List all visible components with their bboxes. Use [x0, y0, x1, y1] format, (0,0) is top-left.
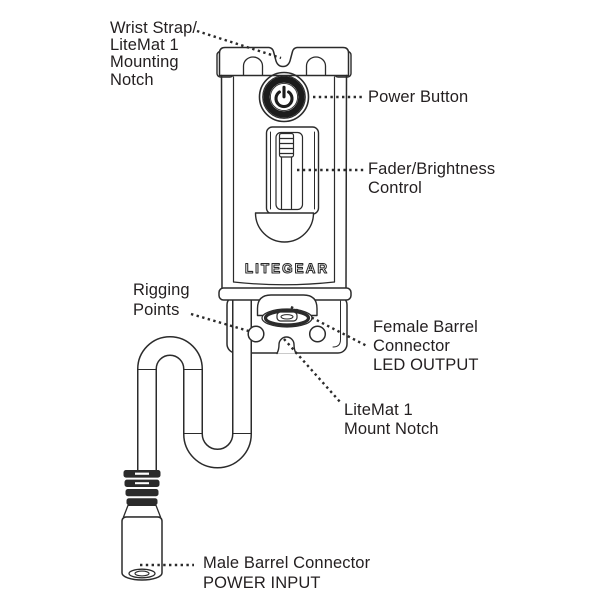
power-button: [258, 71, 310, 123]
device-body: [220, 74, 348, 290]
leader-lines: [140, 29, 368, 567]
label-fader-brightness-control: Fader/Brightness Control: [368, 160, 496, 197]
fader-slot: [275, 131, 304, 211]
male-barrel-connector: [121, 470, 163, 581]
label-litemat-mount-notch: LiteMat 1 Mount Notch: [344, 401, 439, 438]
label-power-button: Power Button: [368, 88, 469, 106]
label-male-barrel-connector: Male Barrel Connector POWER INPUT: [203, 554, 371, 592]
power-icon: [274, 85, 294, 109]
female-barrel-connector: [256, 294, 318, 328]
fader-control: [254, 126, 320, 243]
power-cable: [137, 298, 252, 470]
leader-female-barrel: [290, 305, 368, 348]
mount-notch: [276, 336, 297, 355]
fader-knob: [278, 132, 295, 210]
label-rigging-points: Rigging Points: [133, 281, 190, 319]
rigging-points: [247, 325, 327, 343]
rigging-point-hole-left: [247, 325, 265, 343]
leader-mount-notch: [283, 338, 342, 404]
label-female-barrel-connector: Female Barrel Connector LED OUTPUT: [373, 318, 479, 374]
thumb-scoop: [254, 212, 315, 243]
strap-holes: [242, 56, 327, 76]
brand-text: LITEGEAR: [245, 261, 329, 276]
top-cap-with-mounting-notch: [218, 46, 350, 77]
rigging-point-hole-right: [308, 325, 327, 343]
strain-relief: [123, 470, 161, 506]
label-wrist-strap-mounting-notch: Wrist Strap/ LiteMat 1 Mounting Notch: [110, 19, 198, 89]
leader-rigging: [190, 312, 253, 334]
